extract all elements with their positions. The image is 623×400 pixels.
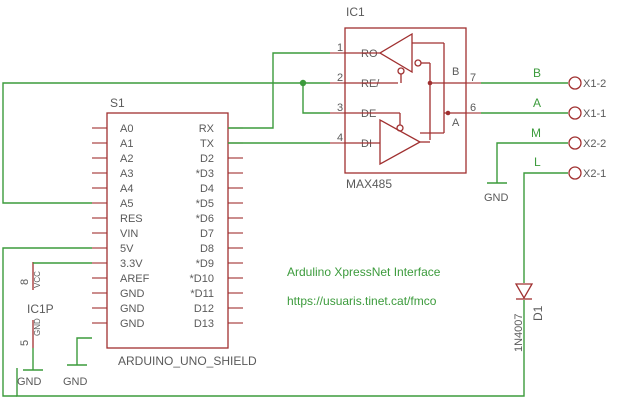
connector-x1-2: B X1-2 bbox=[533, 66, 606, 90]
terminal-x2-2 bbox=[568, 136, 582, 150]
s1-pin-label-d8-8: D8 bbox=[200, 243, 214, 255]
s1-pin-label-a2-2: A2 bbox=[120, 153, 133, 165]
terminal-label-x1-2: X1-2 bbox=[583, 78, 606, 90]
s1-pin-label-d2-2: D2 bbox=[200, 153, 214, 165]
ic1-pin1-num: 1 bbox=[337, 42, 343, 54]
s1-pin-label-a3-3: A3 bbox=[120, 168, 133, 180]
s1-pin-label-d6-6: *D6 bbox=[196, 213, 214, 225]
d1-ref-label: D1 bbox=[531, 305, 545, 321]
ic1-value-label: MAX485 bbox=[346, 177, 392, 191]
terminal-x1-1 bbox=[568, 106, 582, 120]
gnd-label-ic1p: GND bbox=[17, 376, 42, 388]
ic1-pin-ro-label: RO bbox=[361, 48, 378, 60]
ic1-pin-b-label: B bbox=[452, 66, 459, 78]
junction-re-de bbox=[299, 79, 307, 87]
ic1-driver-symbol bbox=[379, 118, 422, 166]
ic1-driver-inv-bubble bbox=[396, 124, 404, 132]
connector-x2-2: M X2-2 bbox=[531, 126, 606, 150]
ic1-ref-label: IC1 bbox=[346, 5, 365, 19]
ic1-pin3-num: 3 bbox=[337, 102, 343, 114]
net-re-a5 bbox=[2, 82, 330, 204]
s1-pin-label-d4-4: D4 bbox=[200, 183, 214, 195]
ic1-pin4-num: 4 bbox=[337, 132, 343, 144]
s1-pin-label-d12-12: D12 bbox=[194, 303, 214, 315]
ic1-receiver-symbol bbox=[378, 32, 413, 74]
s1-pin-label-d13-13: D13 bbox=[194, 318, 214, 330]
s1-body bbox=[106, 112, 229, 349]
s1-ref-label: S1 bbox=[110, 96, 125, 110]
connector-x1-1: A X1-1 bbox=[533, 96, 606, 120]
ic1-pin-de-label: DE bbox=[361, 108, 376, 120]
s1-pin-label-vin-7: VIN bbox=[120, 228, 138, 240]
ic1-pin-re-label: RE/ bbox=[361, 78, 380, 90]
ic1-receiver-enable-bubble bbox=[397, 67, 405, 75]
project-url[interactable]: https://usuaris.tinet.cat/fmco bbox=[287, 294, 437, 308]
ic1-pin2-num: 2 bbox=[337, 72, 343, 84]
s1-pin-label-3-3v-9: 3.3V bbox=[120, 258, 143, 270]
ic1-body bbox=[344, 27, 467, 174]
gnd-label-s1: GND bbox=[63, 376, 88, 388]
net-label-b: B bbox=[533, 66, 541, 80]
ic1-pin6-num: 6 bbox=[470, 102, 476, 114]
terminal-label-x1-1: X1-1 bbox=[583, 108, 606, 120]
net-vin bbox=[2, 247, 92, 397]
net-label-m: M bbox=[531, 126, 541, 140]
nets bbox=[2, 52, 568, 397]
net-diode-ic1p bbox=[16, 300, 525, 397]
s1-pin-label-d9-9: *D9 bbox=[196, 258, 214, 270]
terminal-x2-1 bbox=[568, 166, 582, 180]
s1-pin-label-a4-4: A4 bbox=[120, 183, 133, 195]
schematic-title: Ardulino XpressNet Interface bbox=[287, 265, 441, 279]
net-de bbox=[302, 83, 330, 114]
net-l-diode bbox=[523, 172, 568, 283]
ic1-receiver-inv-bubble bbox=[414, 59, 422, 67]
s1-pin-label-a0-0: A0 bbox=[120, 123, 133, 135]
ic1p-vcc-pin-num: 8 bbox=[19, 279, 31, 285]
s1-pin-label-5v-8: 5V bbox=[120, 243, 134, 255]
s1-pin-label-d11-11: *D11 bbox=[190, 288, 214, 300]
ic1p-vcc-pin-label: VCC bbox=[33, 271, 42, 288]
s1-pin-label-rx-0: RX bbox=[199, 123, 215, 135]
ic1-pin7-num: 7 bbox=[470, 72, 476, 84]
net-m-gnd bbox=[496, 142, 568, 183]
net-ro-rx bbox=[228, 52, 330, 129]
s1-pin-label-a1-1: A1 bbox=[120, 138, 133, 150]
connectors: B X1-2 A X1-1 M X2-2 L X2-1 bbox=[531, 66, 606, 180]
d1-diode: 1N4007 D1 bbox=[513, 283, 545, 352]
ic1-max485: IC1 MAX485 1 2 3 4 7 6 RO RE/ DE DI B A bbox=[330, 5, 481, 191]
ic1p-power-part: 8 VCC IC1P 5 GND bbox=[19, 262, 54, 348]
s1-pin-label-aref-10: AREF bbox=[120, 273, 150, 285]
s1-pin-label-gnd-12: GND bbox=[120, 303, 145, 315]
s1-pin-label-d7-7: D7 bbox=[200, 228, 214, 240]
s1-pin-label-res-6: RES bbox=[120, 213, 143, 225]
s1-pin-label-d5-5: *D5 bbox=[196, 198, 214, 210]
terminal-label-x2-1: X2-1 bbox=[583, 168, 606, 180]
terminal-x1-2 bbox=[568, 76, 582, 90]
s1-pin-label-tx-1: TX bbox=[200, 138, 215, 150]
d1-symbol bbox=[514, 283, 534, 300]
s1-pin-label-d10-10: *D10 bbox=[190, 273, 214, 285]
gnd-label-x2: GND bbox=[484, 192, 509, 204]
s1-pin-label-d3-3: *D3 bbox=[196, 168, 214, 180]
s1-pin-label-a5-5: A5 bbox=[120, 198, 133, 210]
s1-pin-label-gnd-11: GND bbox=[120, 288, 145, 300]
net-label-l: L bbox=[534, 155, 541, 169]
d1-value-label: 1N4007 bbox=[513, 313, 525, 352]
net-s1-gnd bbox=[76, 337, 92, 365]
net-label-a: A bbox=[533, 96, 541, 110]
s1-value-label: ARDUINO_UNO_SHIELD bbox=[118, 354, 257, 368]
connector-x2-1: L X2-1 bbox=[534, 155, 606, 180]
s1-pin-label-gnd-13: GND bbox=[120, 318, 145, 330]
ic1-pin-a-label: A bbox=[452, 117, 460, 129]
terminal-label-x2-2: X2-2 bbox=[583, 138, 606, 150]
ic1p-ref-label: IC1P bbox=[27, 302, 54, 316]
ic1p-gnd-pin-num: 5 bbox=[19, 340, 31, 346]
ic1-pin-di-label: DI bbox=[361, 138, 372, 150]
ic1p-gnd-pin-label: GND bbox=[33, 318, 42, 336]
